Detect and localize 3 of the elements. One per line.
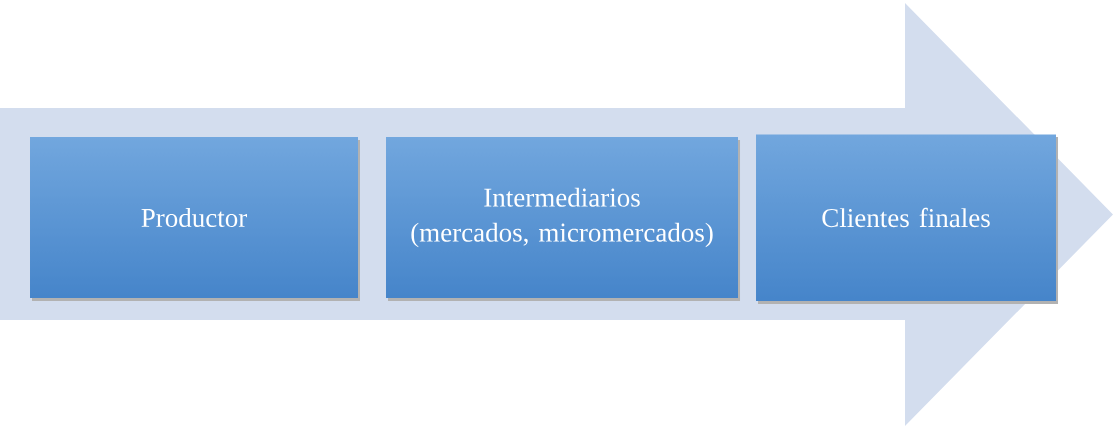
process-box: Productor [30, 137, 360, 301]
process-box: Intermediarios (mercados, micromercados) [386, 137, 740, 301]
process-box: Clientes finales [756, 134, 1058, 304]
